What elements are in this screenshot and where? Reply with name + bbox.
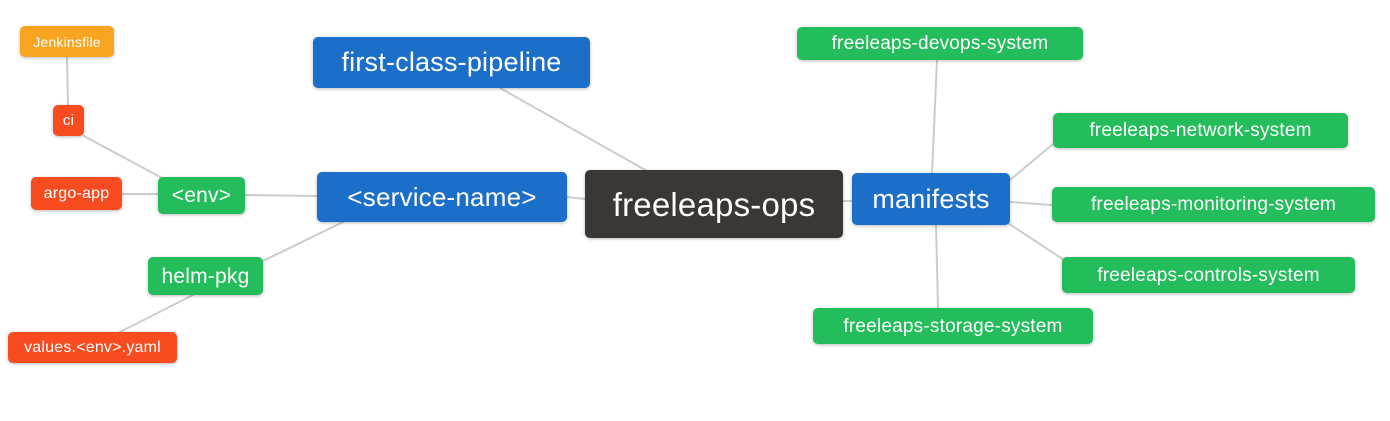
- edge-helm-pkg-to-values-env-yaml: [117, 294, 194, 334]
- edge-env-to-service-name: [244, 194, 318, 197]
- node-network-system[interactable]: freeleaps-network-system: [1053, 113, 1348, 148]
- edge-manifests-to-storage-system: [935, 224, 939, 309]
- edge-jenkinsfile-to-ci: [66, 56, 69, 106]
- node-argo-app[interactable]: argo-app: [31, 177, 122, 210]
- edge-manifests-to-monitoring-system: [1009, 201, 1053, 206]
- edge-service-name-to-freeleaps-ops: [566, 196, 586, 200]
- edge-manifests-to-controls-system: [1007, 222, 1065, 261]
- edge-manifests-to-network-system: [1009, 143, 1054, 181]
- node-devops-system[interactable]: freeleaps-devops-system: [797, 27, 1083, 60]
- node-first-class-pipeline[interactable]: first-class-pipeline: [313, 37, 590, 88]
- node-env[interactable]: <env>: [158, 177, 245, 214]
- node-jenkinsfile[interactable]: Jenkinsfile: [20, 26, 114, 57]
- node-monitoring-system[interactable]: freeleaps-monitoring-system: [1052, 187, 1375, 222]
- node-ci[interactable]: ci: [53, 105, 84, 136]
- node-values-env-yaml[interactable]: values.<env>.yaml: [8, 332, 177, 363]
- edge-ci-to-env: [83, 135, 163, 179]
- node-controls-system[interactable]: freeleaps-controls-system: [1062, 257, 1355, 293]
- node-manifests[interactable]: manifests: [852, 173, 1010, 225]
- edge-first-class-pipeline-to-freeleaps-ops: [499, 87, 648, 172]
- node-helm-pkg[interactable]: helm-pkg: [148, 257, 263, 295]
- edge-service-name-to-helm-pkg: [262, 221, 344, 262]
- node-freeleaps-ops[interactable]: freeleaps-ops: [585, 170, 843, 238]
- edge-manifests-to-devops-system: [931, 59, 938, 174]
- node-storage-system[interactable]: freeleaps-storage-system: [813, 308, 1093, 344]
- node-service-name[interactable]: <service-name>: [317, 172, 567, 222]
